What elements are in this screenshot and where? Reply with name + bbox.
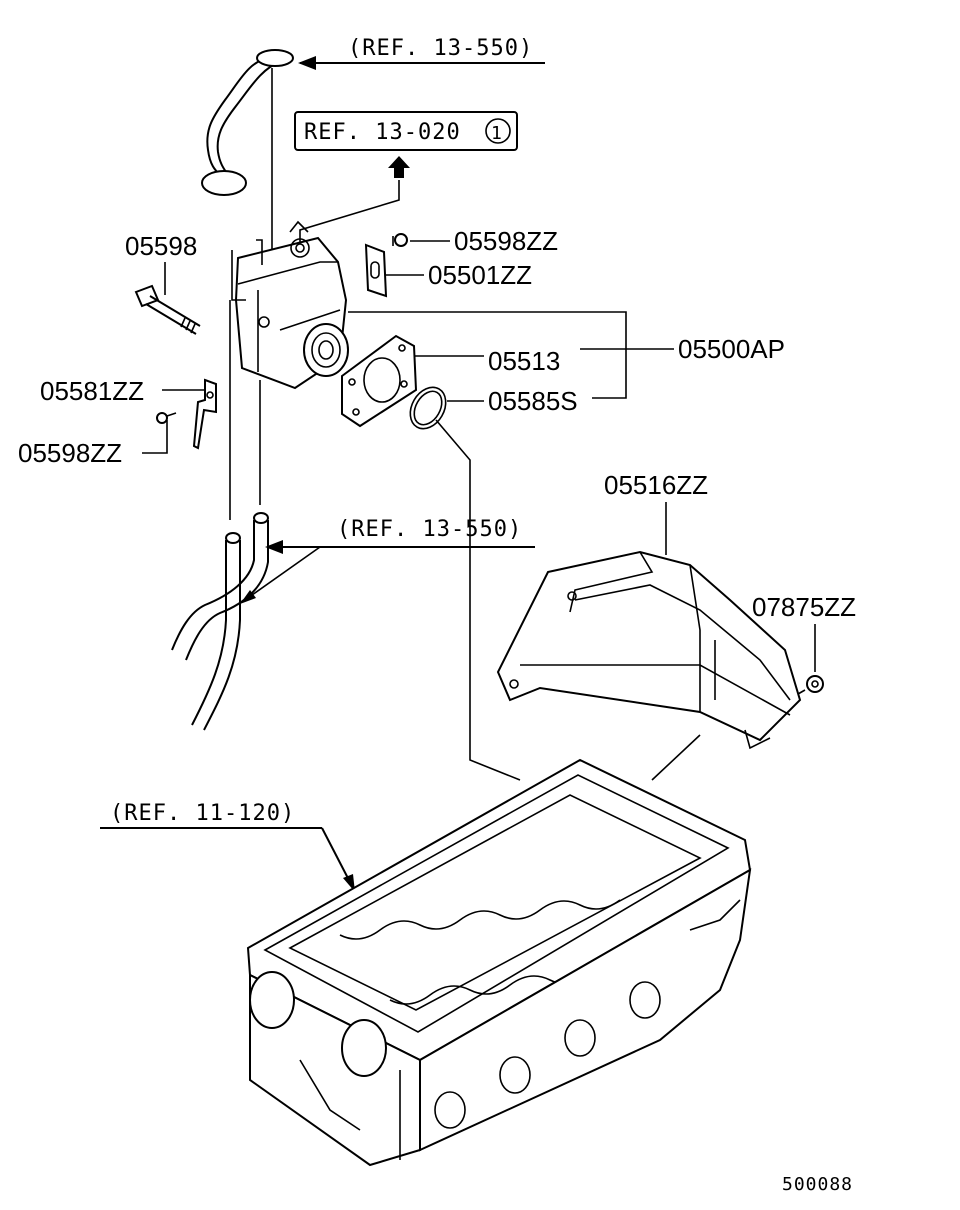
svg-text:(REF. 11-120): (REF. 11-120)	[110, 801, 295, 826]
label-05513: 05513	[488, 346, 560, 376]
label-05501zz: 05501ZZ	[428, 260, 532, 290]
svg-text:(REF. 13-550): (REF. 13-550)	[337, 517, 522, 542]
breather-tube	[201, 49, 294, 255]
svg-text:(REF. 13-550): (REF. 13-550)	[348, 36, 533, 61]
bolt-05598	[134, 284, 201, 335]
label-05598: 05598	[125, 231, 197, 261]
label-05581zz: 05581ZZ	[40, 376, 144, 406]
label-05500ap: 05500AP	[678, 334, 785, 364]
ref-13-550-middle: (REF. 13-550)	[240, 517, 535, 604]
ref-11-120-left: (REF. 11-120)	[100, 801, 355, 892]
label-05585s: 05585S	[488, 386, 578, 416]
hoses	[171, 512, 269, 731]
label-07875zz: 07875ZZ	[752, 592, 856, 622]
svg-text:REF. 13-020: REF. 13-020	[304, 120, 461, 145]
up-arrow-icon	[388, 156, 410, 178]
oring-05585s	[409, 386, 521, 781]
bolt-05598zz-top	[392, 233, 408, 247]
bracket-05581zz	[156, 378, 217, 450]
gasket-05513	[341, 334, 418, 428]
bracket-05501zz	[364, 243, 388, 298]
cylinder-head	[246, 758, 752, 1167]
ref-13-020-box: REF. 13-020 1	[294, 111, 518, 255]
bracket-05500ap	[348, 311, 627, 399]
throttle-body	[229, 220, 349, 520]
bolt-07875zz	[797, 675, 824, 695]
label-05598zz-left: 05598ZZ	[18, 438, 122, 468]
label-05516zz: 05516ZZ	[604, 470, 708, 500]
baffle-plate-05516zz	[496, 550, 802, 781]
diagram-id: 500088	[782, 1174, 853, 1195]
ref-13-550-top: (REF. 13-550)	[298, 36, 545, 70]
svg-text:1: 1	[491, 123, 503, 144]
label-05598zz-top: 05598ZZ	[454, 226, 558, 256]
